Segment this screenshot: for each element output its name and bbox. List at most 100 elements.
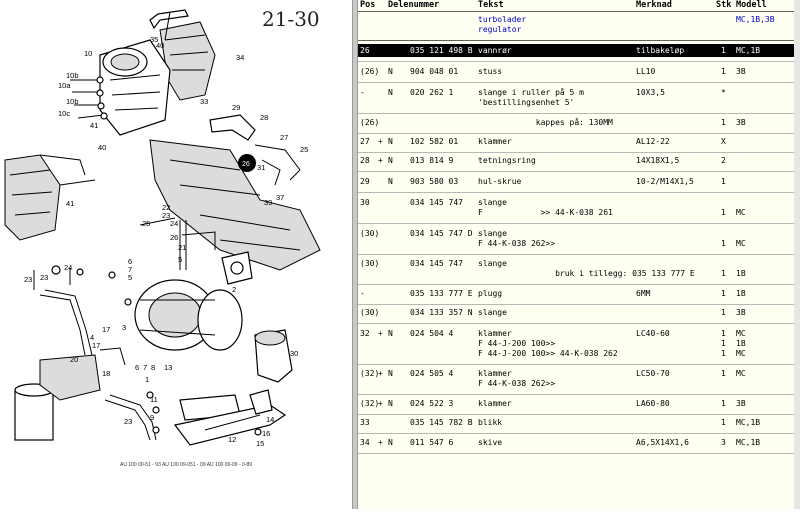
row-text-line[interactable]: F >> 44-K-038 261 xyxy=(478,208,613,217)
row-part-number[interactable]: 035 145 782 B xyxy=(410,418,473,427)
row-stk[interactable]: 1 xyxy=(721,177,726,186)
row-n-marker[interactable]: N xyxy=(388,88,393,97)
row-part-number[interactable]: 034 145 747 xyxy=(410,198,463,207)
row-pos[interactable]: (32) xyxy=(360,369,380,378)
row-part-number[interactable]: 013 814 9 xyxy=(410,156,454,165)
row-part-number[interactable]: 024 505 4 xyxy=(410,369,454,378)
row-merknad[interactable]: 10-2/M14X1,5 xyxy=(636,177,694,186)
row-stk[interactable]: 1 xyxy=(721,67,726,76)
row-model[interactable]: MC xyxy=(736,329,746,338)
col-header-tekst[interactable]: Tekst xyxy=(478,0,504,10)
row-n-marker[interactable]: N xyxy=(388,177,393,186)
row-stk[interactable]: 1 xyxy=(721,329,726,338)
row-text-line[interactable]: F 44-K-038 262>> xyxy=(478,239,556,248)
row-part-number[interactable]: 102 582 01 xyxy=(410,137,459,146)
row-stk[interactable]: 1 xyxy=(721,369,726,378)
row-plus-marker[interactable]: + xyxy=(378,329,383,338)
row-text-line[interactable]: klammer xyxy=(478,369,512,378)
row-text-line[interactable]: stuss xyxy=(478,67,503,76)
col-header-merknad[interactable]: Merknad xyxy=(636,0,672,10)
row-model[interactable]: 3B xyxy=(736,118,746,127)
selected-row-highlight[interactable] xyxy=(358,44,800,57)
row-text-line[interactable]: klammer xyxy=(478,137,512,146)
row-part-number[interactable]: 024 522 3 xyxy=(410,399,454,408)
row-merknad[interactable]: AL12-22 xyxy=(636,137,670,146)
row-merknad[interactable]: A6,5X14X1,6 xyxy=(636,438,689,447)
row-stk[interactable]: * xyxy=(721,88,726,97)
row-stk[interactable]: 1 xyxy=(721,418,726,427)
row-text-line[interactable]: klammer xyxy=(478,399,512,408)
col-header-stk[interactable]: Stk xyxy=(716,0,732,10)
row-model[interactable]: 3B xyxy=(736,67,746,76)
row-pos[interactable]: 30 xyxy=(360,198,370,207)
row-text-line[interactable]: 'bestillingsenhet 5' xyxy=(478,98,575,107)
row-text-line[interactable]: slange xyxy=(478,198,507,207)
row-plus-marker[interactable]: + xyxy=(378,369,383,378)
row-text-line[interactable]: slange i ruller på 5 m xyxy=(478,88,584,97)
row-pos[interactable]: (30) xyxy=(360,308,380,317)
row-part-number[interactable]: 903 580 03 xyxy=(410,177,459,186)
row-part-number[interactable]: 034 145 747 D xyxy=(410,229,473,238)
row-merknad[interactable]: 10X3,5 xyxy=(636,88,665,97)
row-pos[interactable]: (26) xyxy=(360,67,380,76)
row-part-number[interactable]: 034 145 747 xyxy=(410,259,463,268)
row-text-line[interactable]: slange xyxy=(478,259,507,268)
row-merknad[interactable]: LC40-60 xyxy=(636,329,670,338)
row-model[interactable]: MC xyxy=(736,208,746,217)
row-model[interactable]: 1B xyxy=(736,339,746,348)
row-model[interactable]: MC,1B xyxy=(736,418,761,427)
row-model[interactable]: MC xyxy=(736,239,746,248)
row-text-line[interactable]: slange xyxy=(478,308,507,317)
row-pos[interactable]: 28 xyxy=(360,156,370,165)
row-plus-marker[interactable]: + xyxy=(378,399,383,408)
row-model[interactable]: 1B xyxy=(736,269,746,278)
row-stk[interactable]: 1 xyxy=(721,339,726,348)
row-part-number[interactable]: 024 504 4 xyxy=(410,329,454,338)
row-n-marker[interactable]: N xyxy=(388,156,393,165)
row-plus-marker[interactable]: + xyxy=(378,438,383,447)
row-stk[interactable]: 1 xyxy=(721,46,726,55)
row-model[interactable]: MC xyxy=(736,349,746,358)
row-model[interactable]: MC,1B xyxy=(736,438,761,447)
row-text-line[interactable]: F 44-K-038 262>> xyxy=(478,379,556,388)
vertical-scrollbar[interactable] xyxy=(794,0,800,509)
row-stk[interactable]: 1 xyxy=(721,239,726,248)
row-text-line[interactable]: F 44-J-200 100>> xyxy=(478,339,556,348)
row-stk[interactable]: 1 xyxy=(721,308,726,317)
row-n-marker[interactable]: N xyxy=(388,438,393,447)
parts-diagram[interactable]: 21-30 26 xyxy=(0,0,350,509)
row-text-line[interactable]: slange xyxy=(478,229,507,238)
row-n-marker[interactable]: N xyxy=(388,369,393,378)
row-pos[interactable]: (30) xyxy=(360,229,380,238)
row-n-marker[interactable]: N xyxy=(388,329,393,338)
row-merknad[interactable]: 6MM xyxy=(636,289,651,298)
row-merknad[interactable]: 14X18X1,5 xyxy=(636,156,680,165)
row-text-line[interactable]: bruk i tillegg: 035 133 777 E xyxy=(478,269,695,278)
row-stk[interactable]: 1 xyxy=(721,118,726,127)
col-header-modell[interactable]: Modell xyxy=(736,0,767,10)
row-stk[interactable]: 1 xyxy=(721,208,726,217)
row-pos[interactable]: (26) xyxy=(360,118,380,127)
row-text-line[interactable]: klammer xyxy=(478,329,512,338)
row-n-marker[interactable]: N xyxy=(388,137,393,146)
row-text-line[interactable]: vannrør xyxy=(478,46,512,55)
row-text-line[interactable]: plugg xyxy=(478,289,503,298)
pane-splitter[interactable] xyxy=(352,0,358,509)
row-model[interactable]: 3B xyxy=(736,308,746,317)
col-header-delenummer[interactable]: Delenummer xyxy=(388,0,440,10)
row-pos[interactable]: 29 xyxy=(360,177,370,186)
row-merknad[interactable]: LA60-80 xyxy=(636,399,670,408)
row-part-number[interactable]: 020 262 1 xyxy=(410,88,454,97)
row-model[interactable]: 3B xyxy=(736,399,746,408)
row-part-number[interactable]: 904 048 01 xyxy=(410,67,459,76)
row-model[interactable]: 1B xyxy=(736,289,746,298)
row-text-line[interactable]: skive xyxy=(478,438,503,447)
col-header-pos[interactable]: Pos xyxy=(360,0,376,10)
row-pos[interactable]: (30) xyxy=(360,259,380,268)
row-part-number[interactable]: 034 133 357 N xyxy=(410,308,473,317)
row-model[interactable]: MC xyxy=(736,369,746,378)
row-n-marker[interactable]: N xyxy=(388,399,393,408)
row-pos[interactable]: 27 xyxy=(360,137,370,146)
row-text-line[interactable]: hul-skrue xyxy=(478,177,522,186)
row-stk[interactable]: 1 xyxy=(721,289,726,298)
